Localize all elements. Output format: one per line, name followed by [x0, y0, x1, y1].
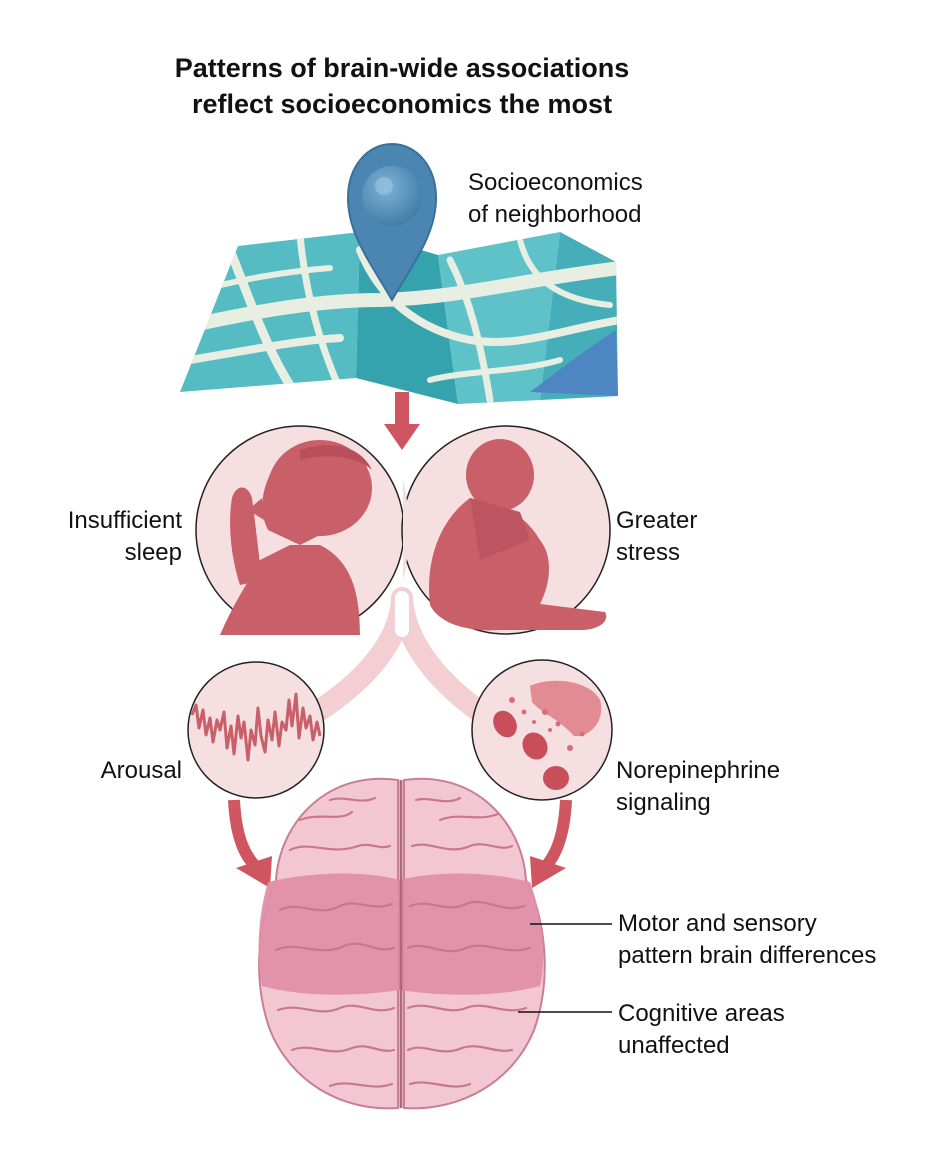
sleep-label-line-1: Insufficient: [67, 507, 182, 534]
stress-label-line-2: stress: [616, 539, 681, 566]
down-arrow-icon: [384, 392, 420, 450]
figure-title: Patterns of brain-wide associations refl…: [0, 50, 804, 122]
title-line-1: Patterns of brain-wide associations: [174, 53, 630, 83]
norepinephrine-to-brain-arrow: [530, 799, 572, 888]
sitting-child-icon: [429, 439, 607, 631]
arousal-circle: [187, 661, 325, 799]
motor-sensory-label-line-2: pattern brain differences: [618, 942, 877, 969]
arousal-to-brain-arrow: [228, 799, 272, 888]
norepinephrine-circle: [471, 659, 613, 801]
socioeconomics-label-line-2: of neighborhood: [468, 201, 642, 228]
greater-stress-label: Greater stress: [616, 505, 697, 569]
norepinephrine-label-line-1: Norepinephrine: [616, 757, 781, 784]
pathway-branches: [309, 587, 491, 723]
location-pin-icon: [346, 142, 438, 302]
neighborhood-map-icon: [180, 232, 618, 404]
socioeconomics-label-line-1: Socioeconomics: [468, 169, 643, 196]
motor-sensory-label: Motor and sensory pattern brain differen…: [618, 908, 876, 972]
cognitive-label-line-2: unaffected: [618, 1032, 730, 1059]
norepinephrine-label-line-2: signaling: [616, 789, 711, 816]
sleep-label-line-2: sleep: [124, 539, 182, 566]
title-line-2: reflect socioeconomics the most: [191, 89, 613, 119]
brain-icon: [258, 777, 546, 1110]
socioeconomics-label: Socioeconomics of neighborhood: [468, 167, 643, 231]
norepinephrine-label: Norepinephrine signaling: [616, 755, 780, 819]
cognitive-label-line-1: Cognitive areas: [618, 1000, 785, 1027]
cognitive-areas-label: Cognitive areas unaffected: [618, 998, 785, 1062]
insufficient-sleep-label: Insufficient sleep: [20, 505, 182, 569]
yawning-child-icon: [220, 440, 372, 635]
arousal-label-text: Arousal: [100, 757, 182, 784]
motor-sensory-label-line-1: Motor and sensory: [618, 910, 817, 937]
eeg-waveform-icon: [190, 692, 322, 762]
arousal-label: Arousal: [20, 755, 182, 787]
stress-label-line-1: Greater: [616, 507, 698, 534]
